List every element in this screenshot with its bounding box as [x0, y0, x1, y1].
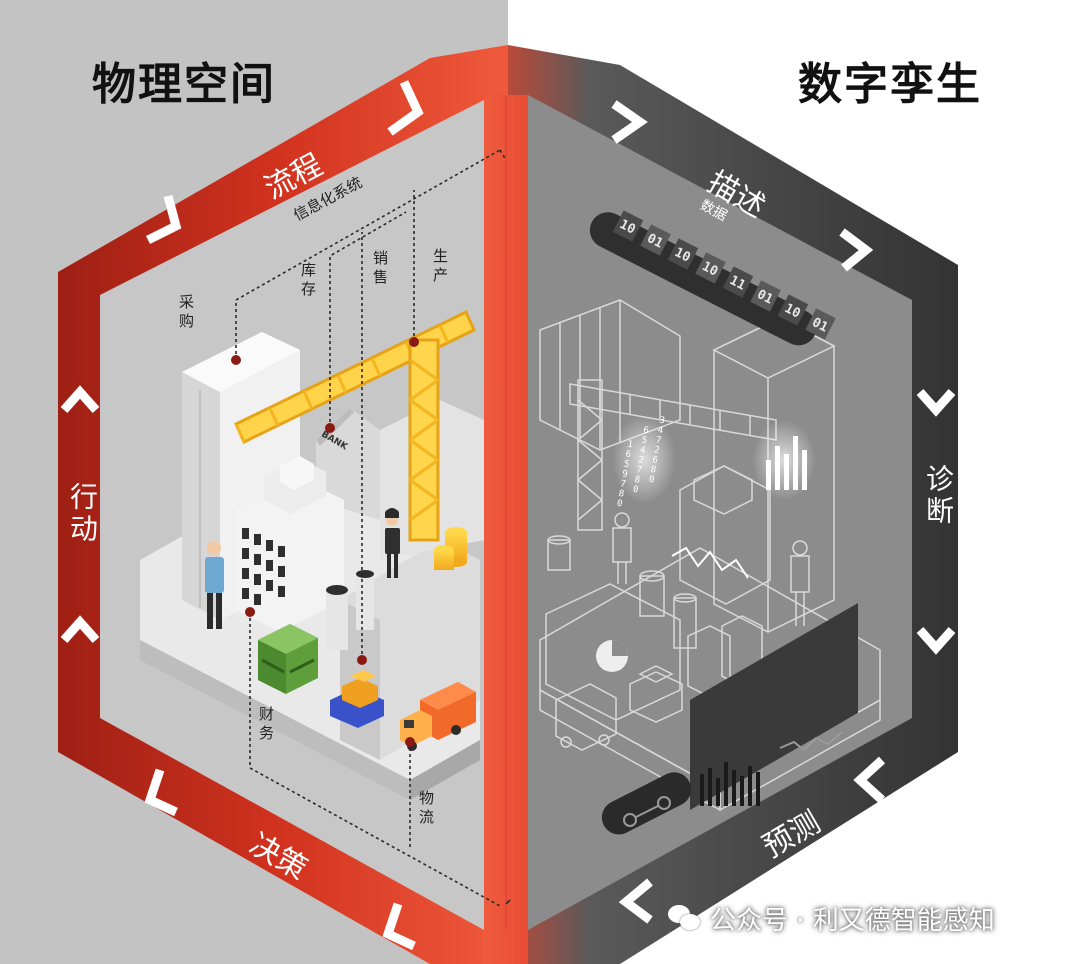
data-cells: 10 01 10 10 11 01 10 01	[612, 210, 836, 340]
data-cell: 01	[805, 308, 836, 340]
glow-panel-code	[612, 414, 676, 504]
packages	[330, 670, 384, 728]
timeline-pill	[601, 772, 692, 835]
data-cell: 10	[695, 252, 726, 284]
trend-glyph	[671, 546, 749, 579]
ring-label-diagnose: 诊断	[922, 464, 955, 528]
cylinders	[326, 570, 374, 650]
dashed-arrow-bottom	[505, 899, 511, 905]
data-cell: 01	[750, 280, 781, 312]
label-purchase: 采购	[177, 294, 195, 332]
data-cell: 10	[667, 238, 699, 270]
data-cell: 01	[640, 224, 671, 256]
gold-coins	[434, 527, 467, 570]
delivery-truck	[400, 682, 476, 751]
right-ring-chevrons	[611, 100, 956, 924]
data-cell-text: 10	[782, 301, 803, 322]
data-cell-text: 10	[617, 217, 638, 238]
cash-stacks	[258, 624, 318, 694]
physical-scene	[140, 149, 507, 907]
bar-glyph	[766, 436, 807, 490]
title-digital-twin: 数字孪生	[798, 59, 982, 110]
woman-figure	[385, 508, 400, 578]
data-cell: 10	[612, 210, 644, 242]
man-figure	[205, 541, 224, 629]
data-cell-text: 10	[699, 259, 720, 280]
wechat-icon	[668, 904, 702, 933]
bar-glyph-bottom	[700, 762, 760, 806]
data-cell: 11	[722, 266, 754, 298]
data-cell-text: 11	[727, 273, 748, 294]
label-production: 生产	[431, 248, 449, 286]
process-lines	[235, 149, 507, 907]
data-cell-text: 01	[809, 315, 830, 336]
bottom-band	[690, 603, 858, 810]
chart-glyph-bottom	[779, 731, 843, 752]
label-logistics: 物流	[417, 790, 435, 828]
bank-building	[316, 408, 380, 520]
data-cell-text: 01	[644, 231, 665, 252]
process-dots	[231, 337, 419, 747]
data-cell-text: 01	[754, 287, 775, 308]
title-physical-space: 物理空间	[92, 59, 276, 110]
digital-scene	[539, 299, 881, 812]
data-cell: 10	[777, 294, 809, 326]
pie-glyph	[596, 640, 628, 672]
watermark: 公众号 · 利又德智能感知	[668, 900, 995, 937]
label-sales: 销售	[371, 250, 389, 288]
data-cell-text: 10	[672, 245, 693, 266]
watermark-text: 公众号 · 利又德智能感知	[710, 906, 995, 936]
left-ring-chevrons	[60, 80, 424, 951]
label-inventory: 库存	[299, 262, 317, 300]
ring-label-action: 行动	[66, 482, 99, 546]
label-finance: 财务	[257, 706, 275, 744]
window-building	[236, 478, 344, 632]
